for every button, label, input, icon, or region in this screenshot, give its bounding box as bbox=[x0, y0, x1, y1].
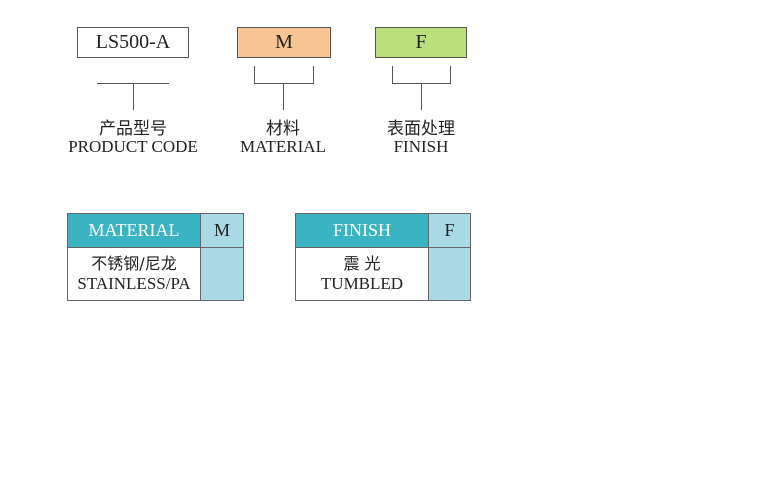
material-option-en: STAINLESS/PA bbox=[77, 274, 191, 293]
material-option-code-cell bbox=[200, 247, 244, 301]
material-option-cn: 不锈钢/尼龙 bbox=[91, 254, 177, 273]
finish-label-en: FINISH bbox=[393, 137, 449, 156]
product-label-cn: 产品型号 bbox=[99, 119, 167, 139]
finish-code-box: F bbox=[375, 27, 467, 58]
finish-table-code: F bbox=[428, 213, 471, 248]
finish-table-header: FINISH bbox=[295, 213, 429, 248]
finish-option-cn: 震 光 bbox=[343, 254, 381, 273]
material-code-box: M bbox=[237, 27, 331, 58]
product-label-en: PRODUCT CODE bbox=[68, 137, 198, 156]
finish-option-code-cell bbox=[428, 247, 471, 301]
finish-option-en: TUMBLED bbox=[320, 274, 404, 293]
material-label-cn: 材料 bbox=[266, 119, 300, 139]
material-label-en: MATERIAL bbox=[240, 137, 326, 156]
finish-label-cn: 表面处理 bbox=[387, 119, 455, 139]
material-table-header: MATERIAL bbox=[67, 213, 201, 248]
material-table-code: M bbox=[200, 213, 244, 248]
product-code-box: LS500-A bbox=[77, 27, 189, 58]
